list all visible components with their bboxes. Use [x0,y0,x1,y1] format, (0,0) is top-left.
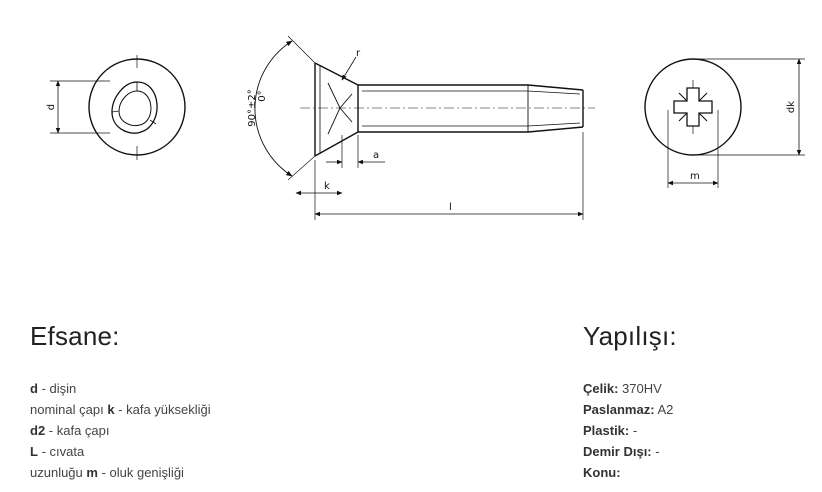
label-a: a [373,150,379,161]
label-d: d [46,104,57,110]
construction-item: Demir Dışı: - [583,444,660,459]
legend-item: d2 - kafa çapı [30,423,110,438]
legend-title: Efsane: [30,321,120,351]
label-angle-zero: 0° [257,90,268,101]
screw-drawing-svg: d [46,35,805,220]
legend-item: d - dişin [30,381,77,396]
legend-list: d - dişin nominal çapı k - kafa yüksekli… [30,378,370,483]
label-r: r [356,48,361,59]
construction-list: Çelik: 370HV Paslanmaz: A2 Plastik: - De… [583,378,813,483]
legend-item: uzunluğu m - oluk genişliği [30,465,184,480]
technical-drawing: d [46,35,805,220]
construction-item: Çelik: 370HV [583,381,662,396]
construction-item: Plastik: - [583,423,638,438]
right-head-view [644,58,805,188]
label-l: l [449,202,452,213]
left-head-view [50,55,186,160]
legend-item: L - cıvata [30,444,85,459]
construction-title: Yapılışı: [583,321,677,351]
label-k: k [324,181,330,192]
construction-item: Paslanmaz: A2 [583,402,674,417]
screw-side-view [254,35,595,220]
label-angle: 90°±2° [247,89,258,126]
label-m: m [690,171,700,182]
construction-item: Konu: [583,465,621,480]
legend-item: nominal çapı k - kafa yüksekliği [30,402,211,417]
label-dk: dk [786,101,797,113]
